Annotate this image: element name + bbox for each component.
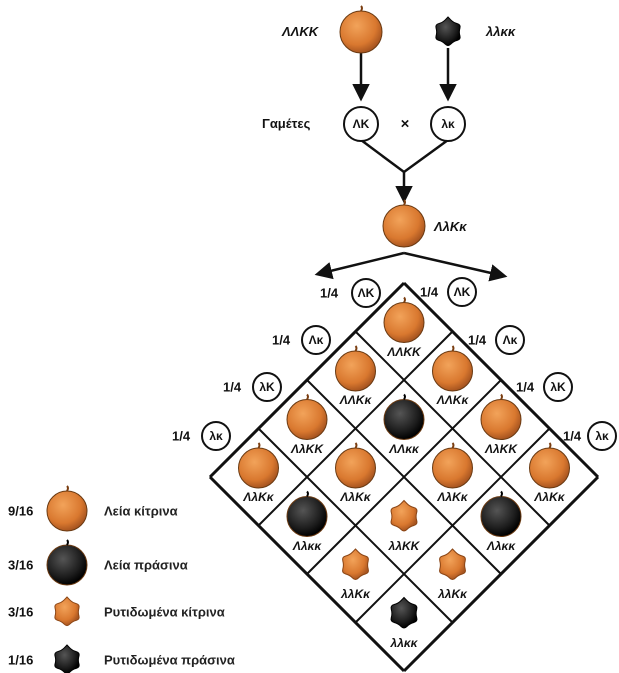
cell-pea-icon bbox=[238, 442, 279, 489]
left-gamete-circle: λκ bbox=[201, 421, 231, 451]
split-arrow-left bbox=[314, 251, 405, 280]
right-gamete-circle: ΛΚ bbox=[447, 277, 477, 307]
cell-genotype: λλΚκ bbox=[438, 587, 467, 601]
cell-genotype: λλΚκ bbox=[341, 587, 370, 601]
grid-line bbox=[257, 427, 454, 624]
legend-fraction: 1/16 bbox=[8, 652, 34, 668]
parent-yellow-pea-icon bbox=[339, 5, 383, 54]
left-gamete-fraction: 1/4 bbox=[223, 379, 242, 395]
cell-genotype: λλκκ bbox=[390, 635, 418, 650]
legend-label: Ρυτιδωμένα κίτρινα bbox=[104, 604, 225, 620]
cell-pea-icon bbox=[480, 393, 522, 440]
grid-line bbox=[306, 379, 502, 575]
gamete-merge-lines bbox=[360, 138, 449, 174]
legend-label: Λεία κίτρινα bbox=[104, 503, 178, 519]
grid-line bbox=[402, 475, 600, 673]
f1-pea-icon bbox=[382, 199, 426, 248]
cell-pea-icon bbox=[480, 490, 522, 537]
cross-symbol: × bbox=[400, 115, 410, 133]
cell-genotype: ΛλΚκ bbox=[243, 490, 274, 504]
cell-pea-icon bbox=[390, 596, 418, 629]
cell-pea-icon bbox=[529, 442, 570, 489]
legend-fraction: 3/16 bbox=[8, 557, 34, 573]
left-gamete-circle: λΚ bbox=[252, 372, 282, 402]
left-gamete-fraction: 1/4 bbox=[172, 428, 191, 444]
right-gamete-circle: λκ bbox=[587, 421, 617, 451]
grid-line bbox=[208, 475, 406, 673]
cell-pea-icon bbox=[335, 442, 376, 489]
right-gamete-circle: λκ bbox=[430, 106, 466, 142]
cell-pea-icon bbox=[383, 296, 425, 343]
legend-label: Ρυτιδωμένα πράσινα bbox=[104, 652, 235, 668]
legend-pea-icon bbox=[46, 485, 88, 532]
left-gamete-circle: ΛΚ bbox=[351, 278, 381, 308]
cell-pea-icon bbox=[286, 490, 328, 537]
cell-genotype: ΛλΚΚ bbox=[484, 441, 518, 456]
cell-pea-icon bbox=[432, 442, 473, 489]
cell-genotype: ΛλΚκ bbox=[534, 490, 565, 504]
arrows-layer bbox=[314, 48, 508, 282]
legend-pea-icon bbox=[54, 596, 80, 627]
left-gamete-fraction: 1/4 bbox=[272, 332, 291, 348]
cell-pea-icon bbox=[439, 548, 466, 580]
cell-genotype: ΛΛκκ bbox=[389, 441, 419, 456]
legend-pea-icon bbox=[54, 644, 80, 673]
pea-symbols bbox=[46, 5, 570, 673]
left-gamete-circle: Λκ bbox=[301, 325, 331, 355]
cell-genotype: ΛλΚκ bbox=[340, 490, 371, 504]
cell-pea-icon bbox=[432, 345, 473, 392]
legend-pea-icon bbox=[46, 539, 88, 586]
legend-fraction: 3/16 bbox=[8, 604, 34, 620]
right-gamete-fraction: 1/4 bbox=[420, 284, 439, 300]
parent-green-pea-icon bbox=[435, 16, 461, 47]
legend-label: Λεία πράσινα bbox=[104, 557, 188, 573]
cell-pea-icon bbox=[335, 345, 376, 392]
split-arrow-right bbox=[403, 251, 508, 282]
punnett-grid bbox=[208, 281, 600, 673]
right-gamete-fraction: 1/4 bbox=[563, 428, 582, 444]
cell-genotype: ΛΛΚκ bbox=[436, 393, 469, 407]
left-parent-genotype: ΛΛΚΚ bbox=[282, 24, 319, 39]
cell-pea-icon bbox=[342, 548, 369, 580]
right-gamete-circle: λΚ bbox=[543, 372, 573, 402]
cell-genotype: ΛΛΚκ bbox=[339, 393, 372, 407]
cell-pea-icon bbox=[286, 393, 328, 440]
cell-genotype: ΛΛΚΚ bbox=[387, 344, 421, 359]
cell-genotype: ΛλΚκ bbox=[437, 490, 468, 504]
cell-pea-icon bbox=[390, 499, 418, 532]
right-gamete-fraction: 1/4 bbox=[468, 332, 487, 348]
legend-fraction: 9/16 bbox=[8, 503, 34, 519]
cell-genotype: Λλκκ bbox=[486, 538, 516, 553]
f1-genotype: ΛλΚκ bbox=[434, 219, 467, 234]
cell-genotype: ΛλΚΚ bbox=[290, 441, 324, 456]
right-gamete-circle: Λκ bbox=[495, 325, 525, 355]
gametes-label: Γαμέτες bbox=[262, 116, 311, 131]
grid-line bbox=[354, 427, 551, 624]
cell-genotype: Λλκκ bbox=[292, 538, 322, 553]
cell-pea-icon bbox=[383, 393, 425, 440]
left-gamete-circle: ΛΚ bbox=[343, 106, 379, 142]
right-parent-genotype: λλκκ bbox=[486, 24, 516, 39]
left-gamete-fraction: 1/4 bbox=[320, 285, 339, 301]
right-gamete-fraction: 1/4 bbox=[516, 379, 535, 395]
cell-genotype: λλΚΚ bbox=[388, 538, 420, 553]
